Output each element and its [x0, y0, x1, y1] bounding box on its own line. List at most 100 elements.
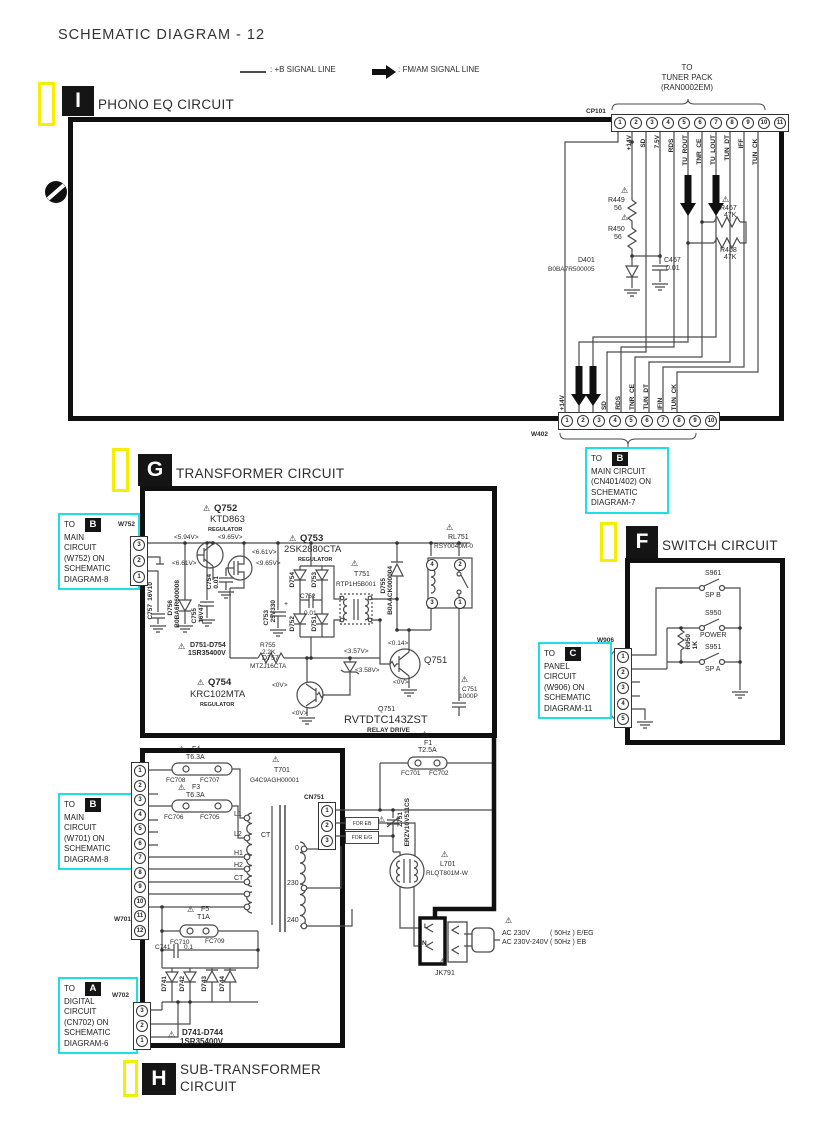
c751-ref: C751 — [462, 686, 478, 693]
r950-value-vertical: 1K — [692, 641, 699, 650]
tuner-pack-part: (RAN0002EM) — [660, 83, 713, 92]
callout-line: (CN702) ON — [64, 1017, 109, 1027]
connector-pin: 8 — [134, 866, 146, 879]
callout-to: TO — [64, 799, 75, 809]
callout-line: PANEL — [544, 662, 570, 671]
connector-pin: 4 — [617, 697, 629, 710]
connector-pin: 11 — [134, 910, 146, 922]
section-f-highlight — [600, 522, 617, 562]
warning-icon: ⚠ — [178, 642, 186, 651]
callout-badge-a: A — [84, 982, 101, 996]
d743-ref-vertical: D743 — [201, 976, 208, 992]
connector-pin: 1 — [133, 571, 145, 583]
connector-pin: 6 — [641, 415, 653, 427]
pin-signal-label: +14V — [559, 394, 566, 410]
s950-name: POWER — [700, 632, 727, 639]
connector-pin: 9 — [689, 415, 701, 427]
pin-signal-label: TUN_DT — [643, 384, 650, 410]
c757-ref-vertical: C757 — [147, 604, 154, 620]
d741-744-ref: D741-D744 — [182, 1028, 223, 1037]
relay-pin: 1 — [454, 597, 466, 609]
l701-part: RLQT801M-W — [426, 870, 468, 877]
fc701-label: FC701 — [401, 770, 421, 777]
warning-icon: ⚠ — [178, 783, 186, 792]
connector-pin: 2 — [134, 779, 146, 792]
voltage-965a: <9.65V> — [218, 534, 243, 541]
r449-value: 56 — [614, 205, 622, 212]
warning-icon: ⚠ — [439, 957, 447, 966]
callout-line: DIAGRAM-11 — [544, 703, 593, 713]
r468-ref: R468 — [720, 247, 737, 254]
fmam-signal-arrows — [372, 65, 724, 406]
pin-signal-label: TUN_CK_ — [752, 135, 759, 165]
warning-icon: ⚠ — [197, 678, 205, 687]
voltage-661a: <6.61V> — [172, 560, 197, 567]
fc705-label: FC705 — [200, 814, 220, 821]
voltage-661b: <6.61V> — [252, 549, 277, 556]
connector-pin: 8 — [726, 117, 738, 129]
for-eb-tag: FOR EB — [345, 817, 379, 830]
c755-value-vertical: 16V47 — [198, 604, 205, 623]
connector-pin: 1 — [561, 415, 573, 427]
connector-pin: 6 — [134, 837, 146, 850]
d744-ref-vertical: D744 — [219, 976, 226, 992]
inlet-l-label: L — [424, 923, 428, 930]
callout-to: TO — [591, 453, 602, 463]
f1-ref: F1 — [424, 740, 433, 747]
transformer-junction-dots — [183, 541, 461, 660]
callout-line: DIAGRAM-6 — [64, 1038, 109, 1048]
callout-line: SCHEMATIC — [544, 693, 591, 703]
callout-line: MAIN — [64, 533, 84, 542]
connector-pin: 3 — [646, 117, 658, 129]
connector-pin: 10 — [134, 895, 146, 908]
pin-signal-label: 7.5V — [654, 135, 661, 149]
c752-value: 0.01 — [304, 610, 317, 617]
r450-ref: R450 — [608, 226, 625, 233]
q752-ref: Q752 — [214, 503, 238, 514]
q754-part: KRC102MTA — [190, 689, 246, 700]
section-i-badge: I — [62, 86, 94, 116]
connector-pin: 4 — [134, 808, 146, 821]
t701-centertap: CT — [261, 832, 271, 839]
pin-signal-label: IFF_ — [738, 135, 745, 149]
s961-name: SP B — [705, 592, 721, 599]
connector-pin: 10 — [758, 117, 770, 129]
phono-junction-dots — [630, 140, 704, 258]
callout-line: CIRCUIT — [64, 823, 97, 833]
s951-ref: S951 — [705, 644, 722, 651]
phono-circuit-box — [68, 117, 784, 421]
voltage-965b: <9.65V> — [256, 560, 281, 567]
mains-wires — [149, 762, 500, 963]
pin-signal-label: SD_ — [640, 135, 647, 148]
callout-line: DIAGRAM-7 — [591, 498, 636, 508]
warning-icon: ⚠ — [446, 523, 454, 532]
section-f-badge: F — [626, 526, 658, 558]
warning-icon: ⚠ — [178, 745, 186, 754]
callout-line: MAIN CIRCUIT — [591, 467, 646, 476]
connector-pin: 3 — [321, 835, 333, 847]
for-eg-tag: FOR E/G — [345, 831, 379, 844]
pin-signal-label: RDS — [615, 396, 622, 410]
r468-value: 47K — [724, 254, 737, 261]
r449-ref: R449 — [608, 197, 625, 204]
w906-label: W906 — [597, 637, 614, 644]
c754-value-vertical: 0.01 — [213, 576, 220, 589]
c467-ref: C467 — [664, 257, 681, 264]
section-f-title: SWITCH CIRCUIT — [662, 538, 778, 553]
fc707-label: FC707 — [200, 777, 220, 784]
connector-pin: 9 — [134, 881, 146, 893]
q753-ref: Q753 — [300, 533, 324, 544]
callout-to: TO — [64, 519, 75, 529]
t701-tap-240: 240 — [287, 917, 299, 924]
voltage-0c: <0V> — [393, 679, 409, 686]
rl751-part: RSY0040M-0 — [434, 543, 474, 550]
legend-fmam-label: : FM/AM SIGNAL LINE — [398, 65, 480, 74]
l701-ref: L701 — [440, 861, 456, 868]
relay-pin: 3 — [426, 597, 438, 609]
pin-signal-label: TUN_DT — [724, 135, 731, 161]
